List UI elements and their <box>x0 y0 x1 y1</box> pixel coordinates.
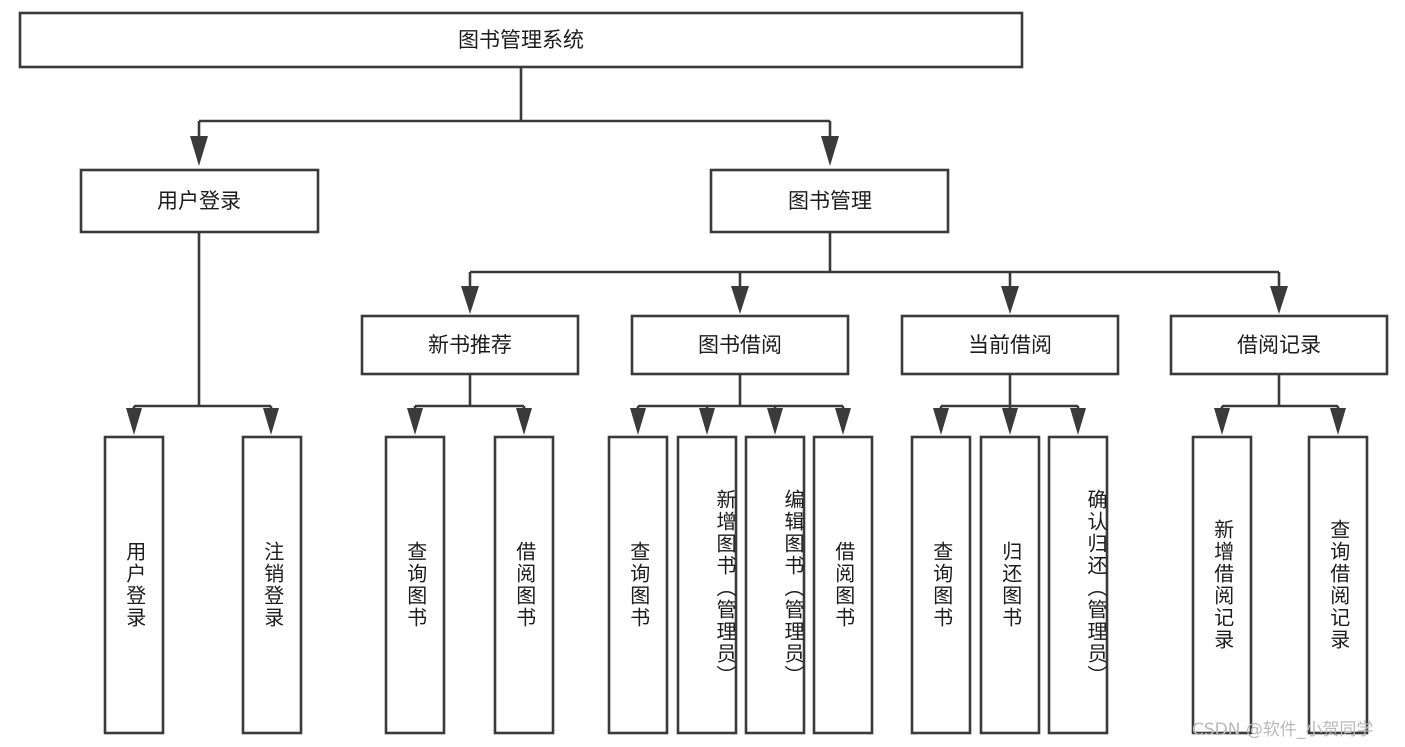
arrow-head-leaf-add-record <box>1214 408 1230 435</box>
node-borrow-record-box[interactable] <box>1169 314 1389 376</box>
connector-group-new-book-recommend <box>407 374 532 435</box>
node-leaf-edit-book-box[interactable] <box>744 435 806 735</box>
arrow-head-leaf-query-book-1 <box>407 408 423 435</box>
arrow-head-leaf-borrow-book-2 <box>835 408 851 435</box>
connector-group-book-borrow <box>630 374 851 435</box>
arrow-head-current-borrow <box>1001 286 1019 314</box>
arrow-head-leaf-borrow-book-1 <box>516 408 532 435</box>
connector-group-borrow-record <box>1214 374 1346 435</box>
node-book-manage-label: 图书管理 <box>788 189 872 213</box>
node-leaf-add-record-box[interactable] <box>1191 435 1253 735</box>
arrow-head-leaf-query-book-2 <box>630 408 646 435</box>
arrow-head-book-borrow <box>731 286 749 314</box>
node-leaf-query-book-1-box[interactable] <box>384 435 446 735</box>
connector-group-user-login <box>126 232 279 435</box>
node-leaf-add-book-box[interactable] <box>676 435 738 735</box>
node-leaf-borrow-book-1-box[interactable] <box>493 435 555 735</box>
node-root-system-label: 图书管理系统 <box>458 28 584 52</box>
node-book-manage-box[interactable] <box>709 168 950 234</box>
arrow-head-book-manage <box>821 136 839 166</box>
node-leaf-borrow-book-2-box[interactable] <box>812 435 874 735</box>
node-book-borrow[interactable]: 图书借阅 <box>630 314 850 376</box>
node-leaf-query-book-2-box[interactable] <box>607 435 669 735</box>
node-leaf-return-book-box[interactable] <box>979 435 1041 735</box>
arrow-head-leaf-confirm-return <box>1070 408 1086 435</box>
leaf-box-group <box>103 435 1369 735</box>
node-borrow-record-label: 借阅记录 <box>1237 333 1321 357</box>
connector-group-book-manage <box>461 232 1288 314</box>
node-new-book-recommend-box[interactable] <box>360 314 580 376</box>
node-new-book-recommend-label: 新书推荐 <box>428 333 512 357</box>
node-leaf-logout-login-box[interactable] <box>241 435 303 735</box>
arrow-head-new-book-recommend <box>461 286 479 314</box>
connector-group-current-borrow <box>933 374 1086 435</box>
arrow-head-leaf-query-record <box>1330 408 1346 435</box>
arrow-head-leaf-query-book-3 <box>933 408 949 435</box>
node-user-login-label: 用户登录 <box>157 189 241 213</box>
arrow-head-leaf-edit-book <box>767 408 783 435</box>
node-root-system[interactable]: 图书管理系统 <box>18 11 1024 69</box>
node-current-borrow[interactable]: 当前借阅 <box>900 314 1120 376</box>
node-current-borrow-box[interactable] <box>900 314 1120 376</box>
node-book-borrow-label: 图书借阅 <box>698 333 782 357</box>
csdn-watermark: CSDN @软件_小贺同学 <box>1192 720 1374 740</box>
arrow-head-user-login <box>190 136 208 166</box>
node-leaf-query-record-box[interactable] <box>1307 435 1369 735</box>
node-new-book-recommend[interactable]: 新书推荐 <box>360 314 580 376</box>
node-leaf-user-login-box[interactable] <box>103 435 165 735</box>
arrow-head-borrow-record <box>1270 286 1288 314</box>
arrow-head-leaf-add-book <box>699 408 715 435</box>
arrow-head-leaf-logout-login <box>263 408 279 435</box>
arrow-head-leaf-user-login <box>126 408 142 435</box>
node-user-login[interactable]: 用户登录 <box>79 168 320 234</box>
node-book-manage[interactable]: 图书管理 <box>709 168 950 234</box>
node-leaf-confirm-return-box[interactable] <box>1047 435 1109 735</box>
node-borrow-record[interactable]: 借阅记录 <box>1169 314 1389 376</box>
node-leaf-query-book-3-box[interactable] <box>910 435 972 735</box>
node-book-borrow-box[interactable] <box>630 314 850 376</box>
node-root-system-box[interactable] <box>18 11 1024 69</box>
arrow-head-leaf-return-book <box>1002 408 1018 435</box>
node-user-login-box[interactable] <box>79 168 320 234</box>
connector-group-root <box>190 67 839 166</box>
node-current-borrow-label: 当前借阅 <box>968 333 1052 357</box>
